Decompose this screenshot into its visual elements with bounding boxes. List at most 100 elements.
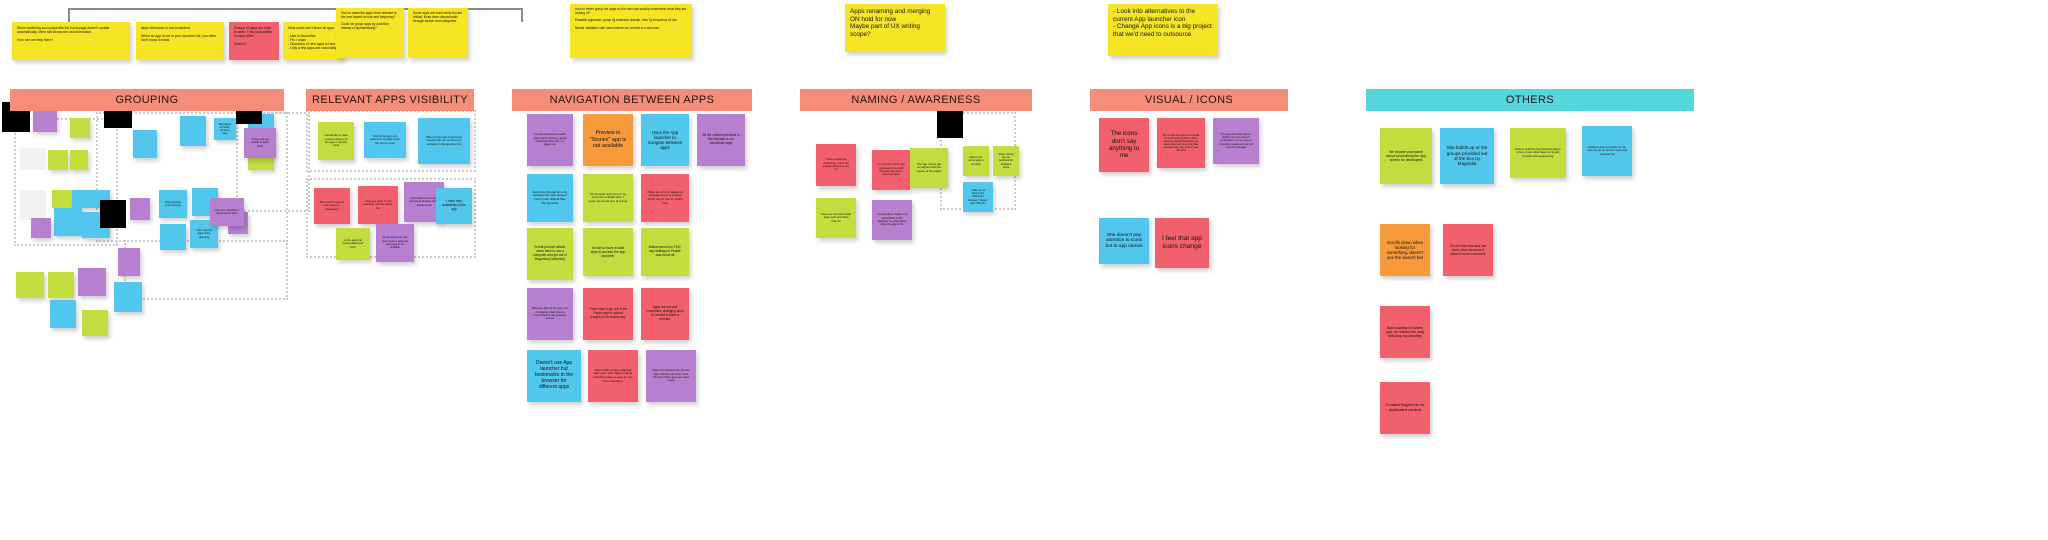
sticky-note-relevant-apps[interactable]: Some apps are only used once a year but … <box>376 224 414 262</box>
sticky-note-grouping[interactable] <box>33 108 57 132</box>
sticky-note-navigation[interactable]: Uses the App launcher to navigate betwee… <box>641 114 689 166</box>
sticky-note-naming[interactable]: Naming for some apps is not clear <box>963 146 989 176</box>
sticky-note-navigation[interactable]: To edit product details, users have to u… <box>527 228 573 280</box>
sticky-note-others[interactable]: I'd like to find a modular for the uses … <box>1582 126 1632 176</box>
sticky-note-grouping[interactable] <box>48 150 68 170</box>
sticky-note-others[interactable]: Created fragments for duplicated content <box>1380 382 1430 434</box>
category-banner-naming[interactable]: NAMING / AWARENESS <box>800 89 1032 111</box>
sticky-note-text: I would not know to switch apps just by … <box>533 132 568 147</box>
category-banner-relevant[interactable]: RELEVANT APPS VISIBILITY <box>306 89 474 111</box>
sticky-note-text: Doesn't use App launcher but bookmarks i… <box>534 360 575 390</box>
sticky-note-top[interactable]: - Look into alternatives to the current … <box>1108 4 1218 56</box>
sticky-note-grouping[interactable] <box>160 224 186 250</box>
sticky-note-top[interactable]: Apps relevance is not consistent. When a… <box>136 22 224 60</box>
sticky-note-relevant-apps[interactable]: I only see apps on the launcher, not the… <box>358 186 398 224</box>
sticky-note-grouping[interactable] <box>133 130 157 158</box>
grouping-frame[interactable] <box>14 118 118 246</box>
sticky-note-grouping[interactable] <box>70 150 88 170</box>
sticky-note-text: I didn't know what is the difference bet… <box>968 189 989 205</box>
sticky-note-top[interactable]: Some apps are used rarely but are critic… <box>408 8 468 58</box>
sticky-note-naming[interactable]: Some names are too technical for busines… <box>993 146 1019 176</box>
sticky-note-top[interactable]: Apps renaming and merging ON hold for no… <box>845 4 945 52</box>
sticky-note-navigation[interactable]: All the content previews in the interfac… <box>697 114 745 166</box>
plain-tile-1[interactable] <box>20 148 46 170</box>
sticky-note-relevant-apps[interactable]: I would like to have a way to show only … <box>318 122 354 160</box>
category-banner-navigation[interactable]: NAVIGATION BETWEEN APPS <box>512 89 752 111</box>
screenshot-redaction-4[interactable] <box>100 200 126 228</box>
sticky-note-navigation[interactable]: Bottom arrow too TINY, app settings to P… <box>641 228 689 276</box>
sticky-note-relevant-apps[interactable]: I have only availability to the app <box>436 188 472 224</box>
sticky-note-grouping[interactable] <box>31 218 51 238</box>
sticky-note-naming[interactable]: I'm not sure what I am supposed to do wi… <box>872 150 910 190</box>
sticky-note-grouping[interactable] <box>118 248 140 276</box>
sticky-note-text: Some names are too technical for busines… <box>998 153 1015 169</box>
sticky-note-others[interactable]: Scrolls down when looking for something,… <box>1380 224 1430 276</box>
sticky-note-grouping[interactable] <box>72 190 92 208</box>
sticky-note-visual[interactable]: The icons don't say anything to me <box>1099 118 1149 172</box>
sticky-note-relevant-apps[interactable]: When a new app is launched nobody tells … <box>418 118 470 164</box>
sticky-note-grouping[interactable] <box>50 300 76 328</box>
sticky-note-grouping[interactable] <box>70 118 90 138</box>
sticky-note-navigation[interactable]: My browser and a lot of my work are mult… <box>583 174 633 222</box>
sticky-note-navigation[interactable]: Switching the app list only, between the… <box>527 174 573 222</box>
screenshot-redaction-5[interactable] <box>937 110 963 138</box>
sticky-note-text: I would like to have a way to show only … <box>324 133 349 148</box>
sticky-note-navigation[interactable]: Apps are not well connected, changing ap… <box>641 288 689 340</box>
sticky-note-naming[interactable]: I would like a tooltip or a description … <box>872 200 912 240</box>
sticky-note-grouping[interactable]: Groups are too similar to each other <box>244 128 276 158</box>
sticky-note-grouping[interactable] <box>114 282 142 312</box>
sticky-note-navigation[interactable]: Between tabs of the app, it is not alway… <box>527 288 573 340</box>
sticky-note-text: The app icons that are too hidden, the u… <box>1218 133 1255 149</box>
sticky-note-grouping[interactable] <box>78 268 106 296</box>
sticky-note-text: App grouping is not intuitive <box>165 200 182 207</box>
sticky-note-navigation[interactable]: Doesn't use App launcher but bookmarks i… <box>527 350 581 402</box>
category-banner-visual[interactable]: VISUAL / ICONS <box>1090 89 1288 111</box>
sticky-note-grouping[interactable] <box>82 310 108 336</box>
sticky-note-top[interactable]: Groups of apps are hard to scan. They lo… <box>229 22 279 60</box>
sticky-note-grouping[interactable]: App grouping is not intuitive <box>159 190 187 218</box>
category-banner-label: NAMING / AWARENESS <box>851 94 981 106</box>
sticky-note-naming[interactable]: I didn't know what is the difference bet… <box>963 182 993 212</box>
sticky-note-visual[interactable]: I feel that app icons change <box>1155 218 1209 268</box>
sticky-note-grouping[interactable] <box>54 208 82 236</box>
plain-tile-2[interactable] <box>20 190 46 220</box>
sticky-note-navigation[interactable]: There have to go out of the Pages app to… <box>583 288 633 340</box>
sticky-note-others[interactable]: She builds up or the groups provided out… <box>1440 128 1494 184</box>
sticky-note-visual[interactable]: For a while the app icons would be used … <box>1157 118 1205 168</box>
sticky-note-grouping[interactable]: Best apps for what I do every day <box>214 118 236 140</box>
sticky-note-others[interactable]: It's not that new and not used often bec… <box>1443 224 1493 276</box>
sticky-note-top[interactable]: Most users don't know all apps - Use in … <box>283 22 343 60</box>
sticky-note-navigation[interactable]: There are a lot of places to navigate an… <box>641 174 689 222</box>
sticky-note-top[interactable]: When switching account/profile the homep… <box>12 22 130 60</box>
sticky-note-naming[interactable]: Users do not know what apps exist and wh… <box>816 198 856 238</box>
sticky-note-navigation[interactable]: I would not know to switch apps just by … <box>527 114 573 166</box>
grouping-frame[interactable] <box>306 110 476 172</box>
grouping-frame[interactable] <box>124 240 288 300</box>
sticky-note-navigation[interactable]: I'd like to have a hard style to access … <box>583 228 633 276</box>
sticky-note-grouping[interactable] <box>52 190 72 208</box>
sticky-note-others[interactable]: Bad usability of Assets app, he misses t… <box>1380 306 1430 358</box>
category-banner-grouping[interactable]: GROUPING <box>10 89 284 111</box>
sticky-note-navigation[interactable]: When editors have different tabs open wi… <box>588 350 638 402</box>
sticky-note-grouping[interactable]: Apps are not where I would expect them <box>210 198 244 226</box>
sticky-note-grouping[interactable] <box>180 116 206 146</box>
sticky-note-others[interactable]: We browse your panel about customising t… <box>1380 128 1432 184</box>
sticky-note-relevant-apps[interactable]: Only a few apps are useful for my daily … <box>364 122 406 158</box>
sticky-note-others[interactable]: How to build the best documentation to b… <box>1510 128 1566 178</box>
sticky-note-navigation[interactable]: Preview in "Stories" app is not availabl… <box>583 114 633 166</box>
sticky-note-relevant-apps[interactable]: Is the apps list personalised per role? <box>336 228 370 260</box>
grouping-frame[interactable] <box>236 112 310 212</box>
sticky-note-grouping[interactable] <box>130 198 150 220</box>
sticky-note-visual[interactable]: The app icons that are too hidden, the u… <box>1213 118 1259 164</box>
sticky-note-naming[interactable]: These names are confusing, I can't tell … <box>816 144 856 186</box>
sticky-note-visual[interactable]: She doesn't pay attention to icons but t… <box>1099 218 1149 264</box>
sticky-note-grouping[interactable] <box>48 272 74 298</box>
sticky-note-naming[interactable]: The app names are not aligned with the n… <box>910 148 948 188</box>
sticky-note-grouping[interactable] <box>16 272 44 298</box>
category-banner-others[interactable]: OTHERS <box>1366 89 1694 111</box>
sticky-note-top[interactable]: How to make the apps more relevant to th… <box>336 8 404 58</box>
sticky-note-top[interactable]: How to better group the apps so the user… <box>570 4 692 58</box>
sticky-note-relevant-apps[interactable]: She doesn't want to see apps for develop… <box>314 188 350 224</box>
sticky-note-navigation[interactable]: Pages and Stories are the two apps that … <box>646 350 696 402</box>
